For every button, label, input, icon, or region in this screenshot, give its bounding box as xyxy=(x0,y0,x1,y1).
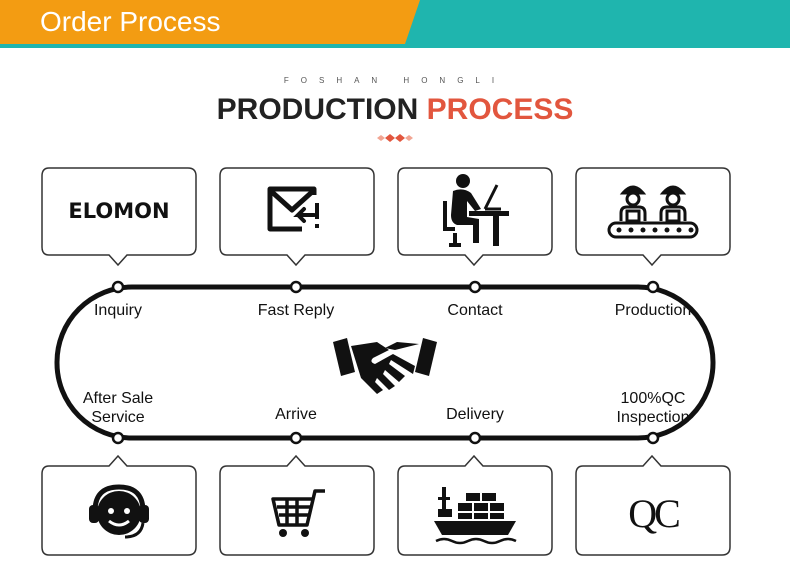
flow-node xyxy=(289,431,303,445)
title-ornament xyxy=(377,134,413,142)
elomon-logo: ELOMON xyxy=(41,167,197,255)
step-label-inquiry: Inquiry xyxy=(93,302,143,319)
step-label-qc-inspection: 100%QC Inspection xyxy=(617,389,690,427)
step-label-after-sale-service: After Sale Service xyxy=(83,389,153,427)
speech-bubble xyxy=(41,167,197,267)
label-line-2: Service xyxy=(91,409,145,426)
speech-bubble xyxy=(575,167,731,267)
banner-background xyxy=(0,0,790,48)
flow-node xyxy=(468,280,482,294)
speech-bubble xyxy=(575,455,731,556)
section-title: PRODUCTION PROCESS xyxy=(0,93,790,127)
page-header-title: Order Process xyxy=(40,6,221,37)
label-line-1: After Sale xyxy=(82,390,154,407)
flow-node xyxy=(289,280,303,294)
qc-icon-text: QC xyxy=(628,490,681,536)
step-label-fast-reply: Fast Reply xyxy=(257,302,335,319)
logo-text: ELOMON xyxy=(68,199,170,223)
handshake-icon xyxy=(333,338,437,394)
email-reply-icon xyxy=(267,186,319,232)
flow-node xyxy=(111,431,125,445)
label-line-2: Inspection xyxy=(616,409,690,426)
label-line-1: 100%QC xyxy=(620,390,686,407)
flow-node xyxy=(111,280,125,294)
step-label-production: Production xyxy=(614,302,692,319)
brand-caption: FOSHAN HONGLI xyxy=(283,76,507,85)
shopping-cart-icon xyxy=(271,489,325,537)
step-label-contact: Contact xyxy=(447,302,503,319)
flow-node xyxy=(646,280,660,294)
speech-bubble xyxy=(397,167,553,267)
title-part-2: PROCESS xyxy=(426,93,574,126)
title-part-1: PRODUCTION xyxy=(216,93,427,126)
factory-workers-icon xyxy=(607,185,699,239)
flow-track xyxy=(54,284,716,441)
customer-service-headset-icon xyxy=(89,484,149,539)
cargo-ship-icon xyxy=(434,487,517,545)
step-label-delivery: Delivery xyxy=(446,406,504,423)
step-label-arrive: Arrive xyxy=(275,406,317,423)
flow-node xyxy=(646,431,660,445)
person-at-desk-icon xyxy=(443,174,509,247)
flow-node xyxy=(468,431,482,445)
qc-icon: QC xyxy=(575,469,731,557)
